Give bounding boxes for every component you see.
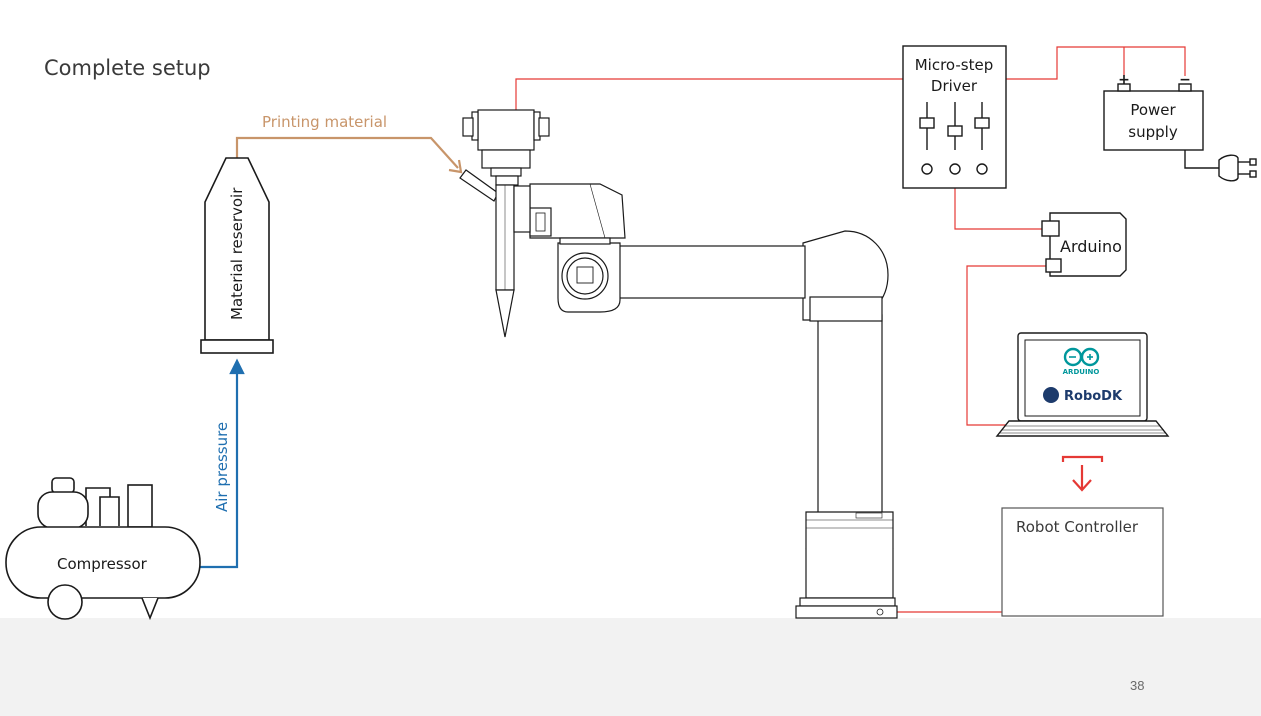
arduino-label: Arduino <box>1060 237 1122 256</box>
power-supply <box>1103 83 1257 182</box>
robot-controller-label: Robot Controller <box>1016 518 1139 536</box>
air-line <box>200 358 245 569</box>
power-minus-sign: − <box>1179 72 1191 88</box>
signal-wires <box>515 46 1186 613</box>
material-line <box>235 136 463 174</box>
printing-material-label: Printing material <box>262 113 387 131</box>
robot-arm <box>459 109 898 619</box>
controller-arrow <box>1061 455 1104 492</box>
compressor <box>5 477 201 621</box>
arduino-logo-text: ARDUINO <box>1063 368 1100 376</box>
material-reservoir-label: Material reservoir <box>228 187 246 320</box>
power-plus-sign: + <box>1118 72 1130 88</box>
footer-band <box>0 618 1261 716</box>
laptop <box>995 332 1170 437</box>
air-pressure-label: Air pressure <box>213 422 231 512</box>
slide-title: Complete setup <box>44 56 211 80</box>
arduino-board <box>1041 212 1127 277</box>
wire-head-to-driver <box>515 78 903 110</box>
arduino-logo-icon <box>1063 347 1100 367</box>
driver-label-line2: Driver <box>931 77 978 95</box>
microstep-driver <box>902 45 1007 189</box>
power-label-line2: supply <box>1128 123 1178 141</box>
robodk-logo-icon <box>1043 387 1059 403</box>
compressor-label: Compressor <box>57 555 148 573</box>
robodk-logo-text: RoboDK <box>1064 389 1123 404</box>
wire-driver-to-power <box>1006 46 1186 80</box>
wire-driver-to-arduino <box>954 188 1042 230</box>
driver-label-line1: Micro-step <box>915 56 994 74</box>
power-label-line1: Power <box>1130 101 1176 119</box>
wire-arduino-to-laptop <box>966 265 1046 426</box>
robot-controller-box <box>1001 507 1164 617</box>
page-number: 38 <box>1130 678 1145 693</box>
material-reservoir <box>200 157 274 354</box>
